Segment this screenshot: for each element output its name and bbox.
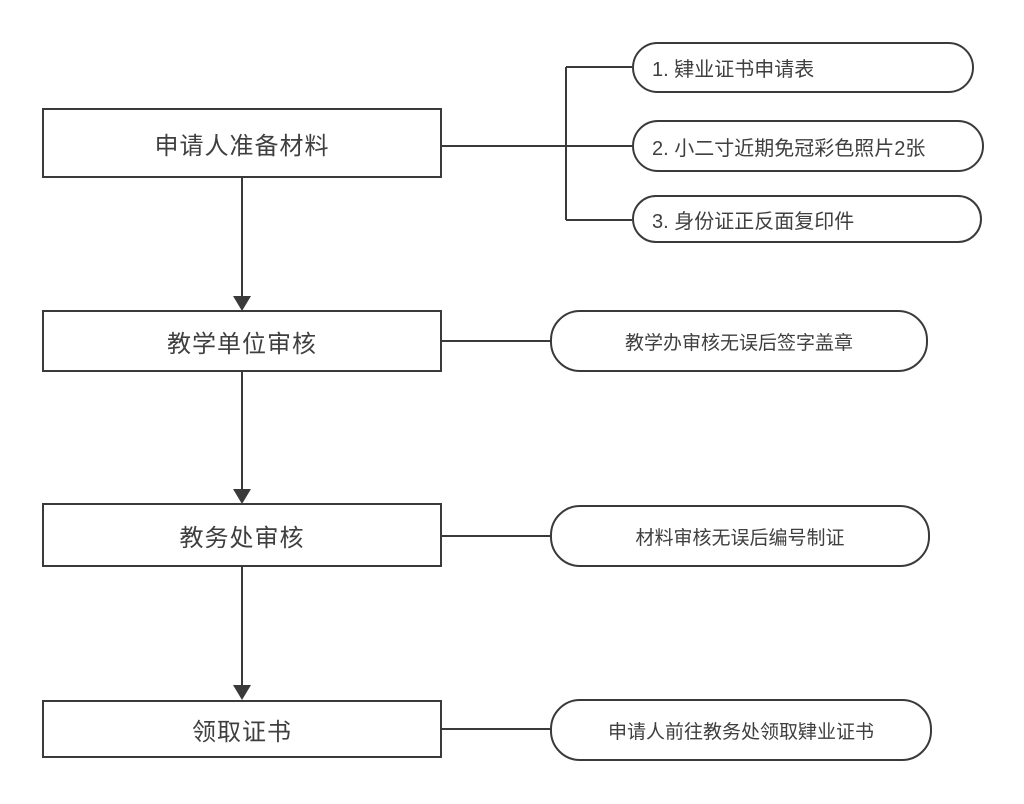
- flow-step-label: 领取证书: [192, 718, 292, 746]
- arrowhead-step4: [233, 685, 251, 700]
- flow-step-receive-certificate: 领取证书: [42, 700, 442, 758]
- material-item-application-form: 1. 肄业证书申请表: [632, 42, 974, 93]
- arrowhead-step2: [233, 296, 251, 311]
- flow-step-label: 申请人准备材料: [154, 132, 330, 160]
- material-item-photos: 2. 小二寸近期免冠彩色照片2张: [632, 120, 984, 172]
- flow-step-academic-affairs-review: 教务处审核: [42, 503, 442, 567]
- flow-step-prepare-materials: 申请人准备材料: [42, 108, 442, 178]
- flow-step-label: 教学单位审核: [167, 330, 317, 358]
- arrowhead-step3: [233, 489, 251, 504]
- flow-step-teaching-unit-review: 教学单位审核: [42, 310, 442, 372]
- note-label: 申请人前往教务处领取肄业证书: [607, 721, 874, 743]
- flow-step-label: 教务处审核: [179, 524, 305, 552]
- note-collect-certificate: 申请人前往教务处领取肄业证书: [550, 699, 932, 761]
- material-item-id-copy: 3. 身份证正反面复印件: [632, 195, 982, 243]
- note-number-and-make-certificate: 材料审核无误后编号制证: [550, 505, 930, 567]
- material-item-label: 3. 身份证正反面复印件: [652, 210, 855, 233]
- material-item-label: 1. 肄业证书申请表: [652, 59, 815, 81]
- note-teaching-office-sign-stamp: 教学办审核无误后签字盖章: [550, 310, 928, 372]
- material-item-label: 2. 小二寸近期免冠彩色照片2张: [652, 137, 926, 160]
- note-label: 材料审核无误后编号制证: [635, 527, 845, 549]
- note-label: 教学办审核无误后签字盖章: [624, 332, 853, 354]
